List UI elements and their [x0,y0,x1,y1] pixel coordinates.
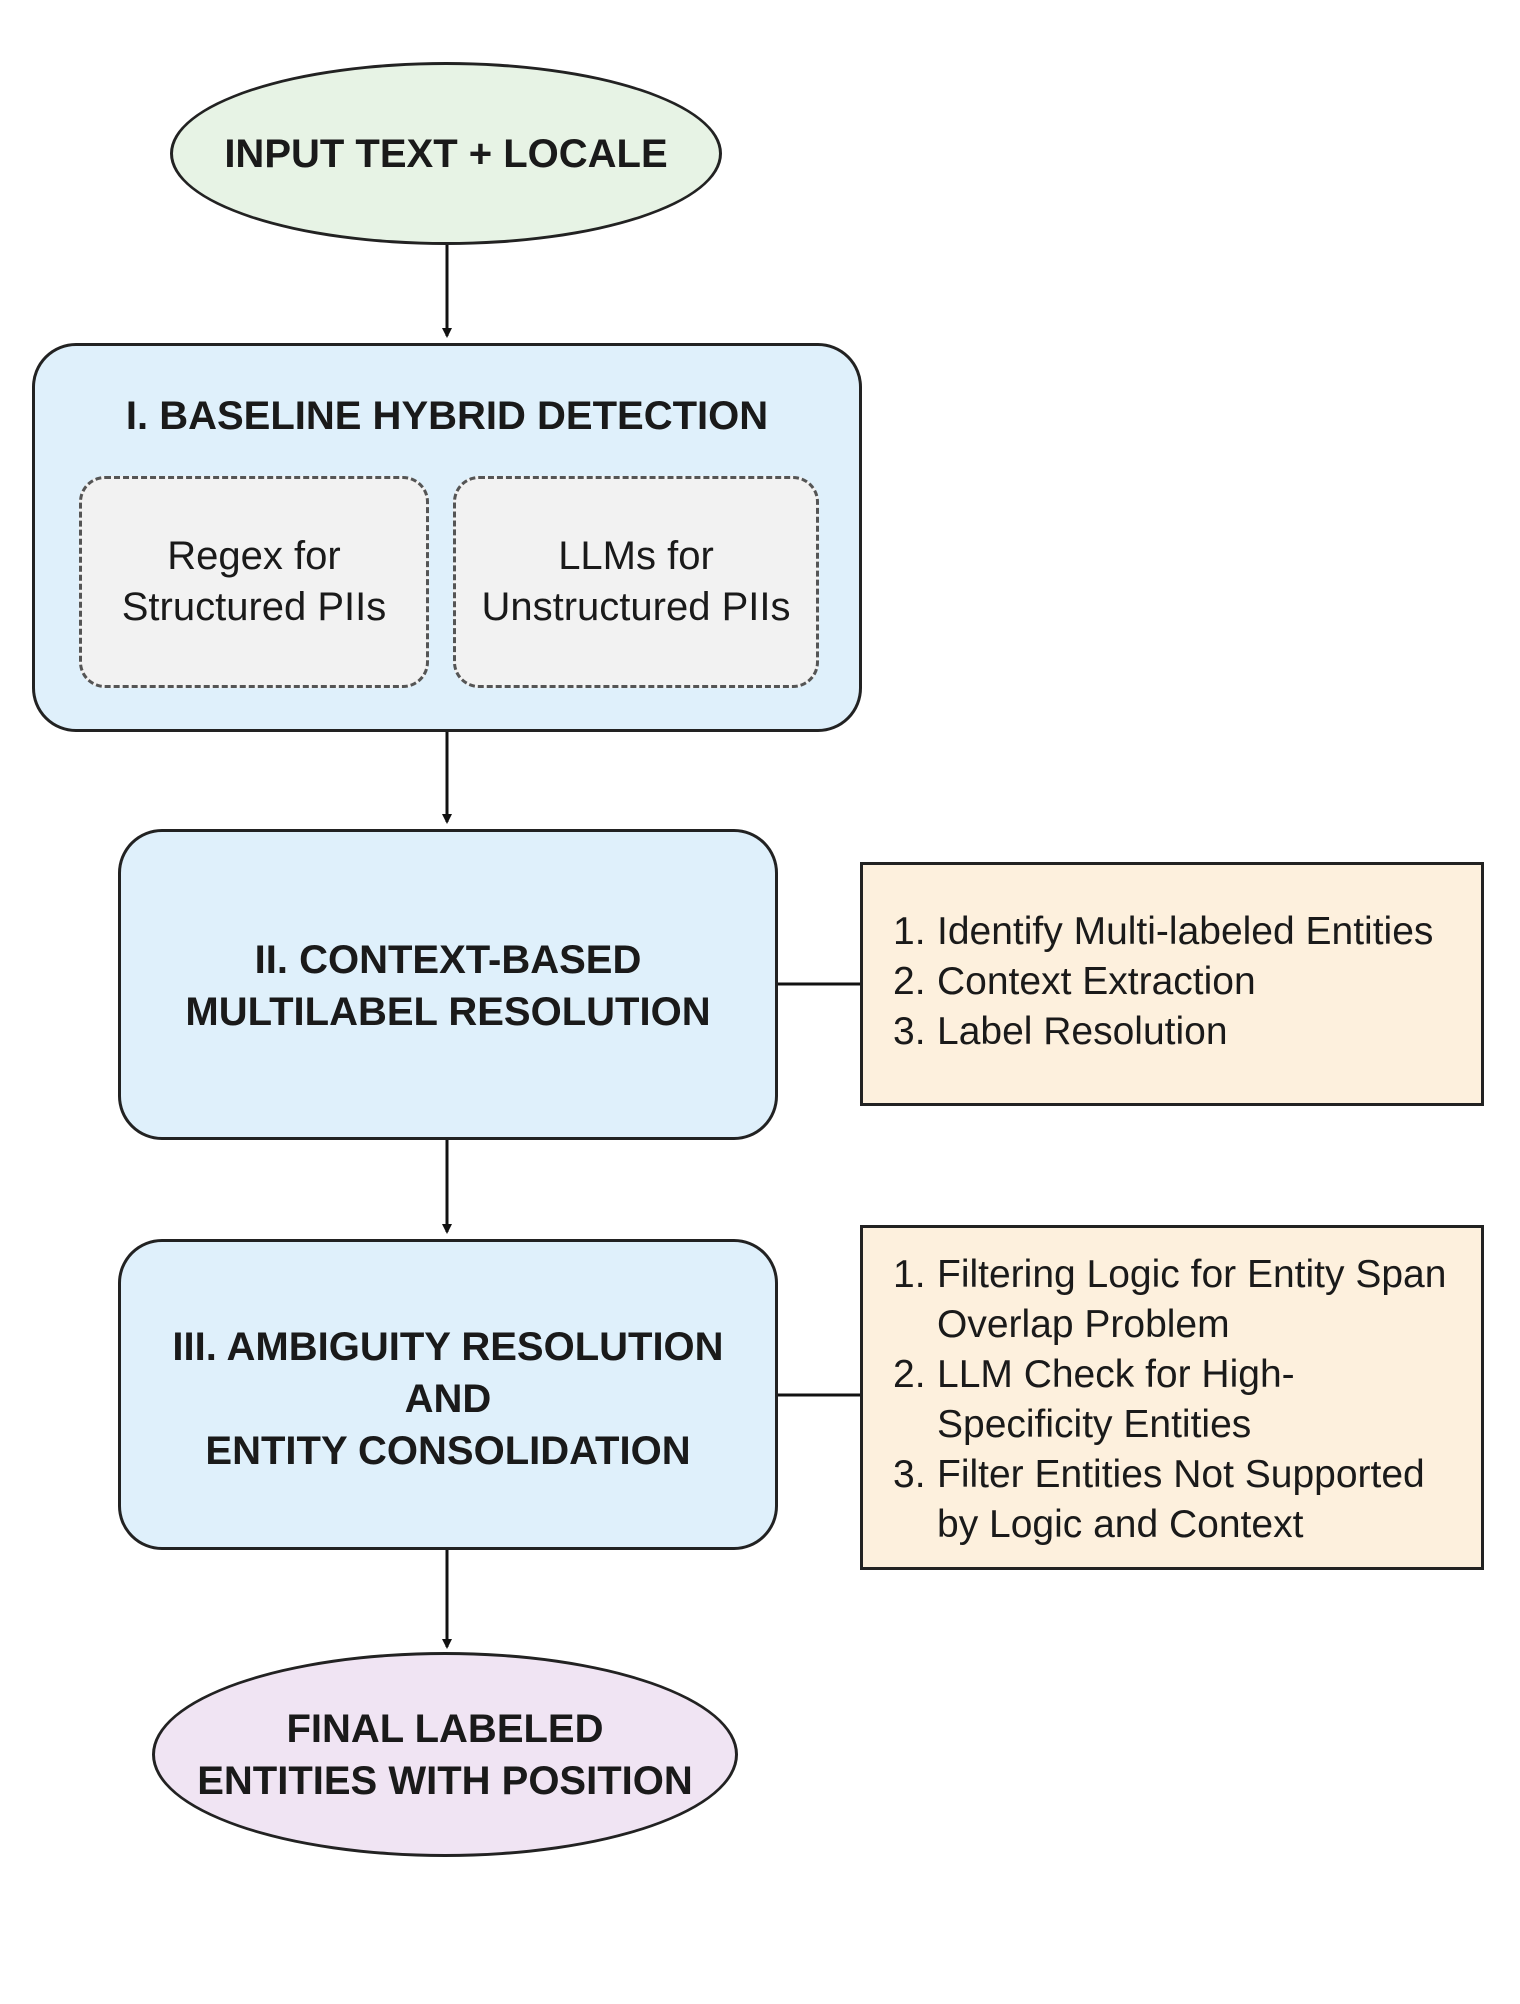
stage2-notes: 1.Identify Multi-labeled Entities 2.Cont… [860,862,1484,1106]
list-item: 3.Filter Entities Not Supported by Logic… [893,1453,1425,1546]
stage2-title: II. CONTEXT-BASED MULTILABEL RESOLUTION [185,938,711,1034]
list-item: 2.LLM Check for High-Specificity Entitie… [893,1353,1295,1446]
llm-box: LLMs for Unstructured PIIs [453,476,819,688]
list-item: 3.Label Resolution [893,1010,1228,1053]
list-item: 2.Context Extraction [893,960,1256,1003]
stage3-title: III. AMBIGUITY RESOLUTION AND ENTITY CON… [172,1325,724,1473]
stage-context-resolution: II. CONTEXT-BASED MULTILABEL RESOLUTION [118,829,778,1140]
regex-box: Regex for Structured PIIs [79,476,429,688]
end-node: FINAL LABELED ENTITIES WITH POSITION [152,1652,738,1857]
end-node-label: FINAL LABELED ENTITIES WITH POSITION [197,1706,693,1803]
start-node: INPUT TEXT + LOCALE [170,62,722,245]
start-node-label: INPUT TEXT + LOCALE [224,131,668,176]
stage-ambiguity-resolution: III. AMBIGUITY RESOLUTION AND ENTITY CON… [118,1239,778,1550]
stage3-notes: 1.Filtering Logic for Entity Span Overla… [860,1225,1484,1570]
stage-baseline-detection: I. BASELINE HYBRID DETECTION Regex for S… [32,343,862,732]
list-item: 1.Identify Multi-labeled Entities [893,910,1434,953]
stage1-title: I. BASELINE HYBRID DETECTION [125,394,769,438]
list-item: 1.Filtering Logic for Entity Span Overla… [893,1253,1447,1346]
